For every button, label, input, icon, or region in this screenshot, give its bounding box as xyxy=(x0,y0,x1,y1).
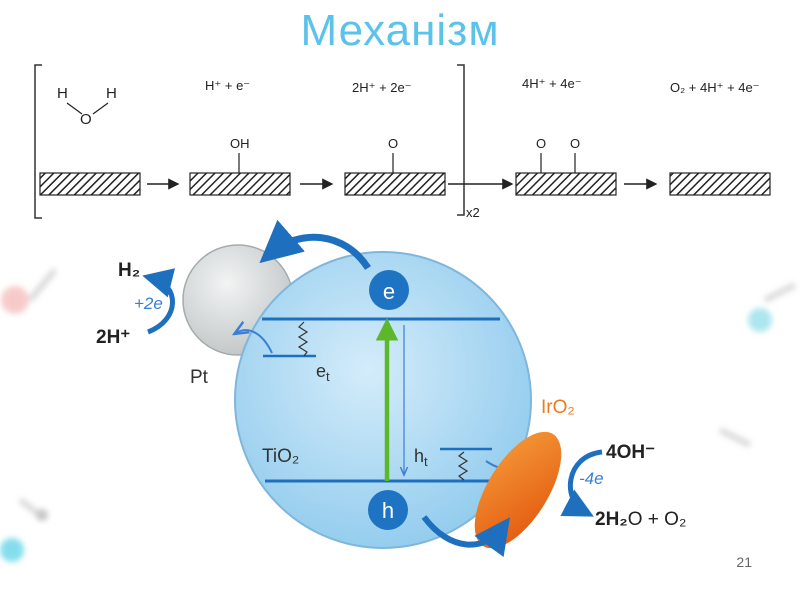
step-o: 2H⁺ + 2e⁻ O xyxy=(344,80,446,196)
step4-adsorbate-b: O xyxy=(570,136,580,151)
mechanism-panel: H H O H⁺ + e⁻ OH 2H⁺ + 2e⁻ O x2 xyxy=(30,60,785,225)
water-oxygen: O xyxy=(80,111,92,128)
water-h-right: H xyxy=(106,85,117,102)
step5-species: O₂ + 4H⁺ + 4e⁻ xyxy=(670,80,760,95)
hole-trap-label: ht xyxy=(414,446,428,469)
step3-adsorbate: O xyxy=(388,136,398,151)
right-bracket xyxy=(457,64,465,216)
surface-5 xyxy=(669,172,771,196)
electron-trap-label: et xyxy=(316,361,330,384)
electron-bubble xyxy=(369,270,409,310)
reduction-arrow xyxy=(142,268,176,335)
step3-species: 2H⁺ + 2e⁻ xyxy=(352,80,412,95)
reduction-electrons-label: +2e xyxy=(134,294,163,313)
tio2-particle xyxy=(234,251,532,549)
step-oxygen-release: O₂ + 4H⁺ + 4e⁻ xyxy=(669,80,771,196)
step4-adsorbate-a: O xyxy=(536,136,546,151)
electron-to-pt-arrow xyxy=(259,220,371,270)
hole-label: h xyxy=(382,498,394,523)
hole-bubble xyxy=(368,490,408,530)
hole-relaxation-squiggle xyxy=(457,451,469,481)
trap-to-pt-arrow xyxy=(236,330,273,354)
photocatalysis-diagram: e h et ht TiO₂ Pt IrO₂ H₂ +2e 2H⁺ 4OH⁻ -… xyxy=(96,220,686,557)
page-number: 21 xyxy=(736,554,752,570)
electron-label: e xyxy=(383,279,395,304)
electron-relaxation-squiggle xyxy=(297,321,309,357)
hydroxide-reactant-label: 4OH⁻ xyxy=(606,442,655,463)
iro2-label: IrO₂ xyxy=(541,397,575,418)
oxidation-products-label: 2H₂O + O₂ xyxy=(595,509,686,530)
mechanism-diagram: H H O H⁺ + e⁻ OH 2H⁺ + 2e⁻ O x2 xyxy=(34,64,771,220)
pt-label: Pt xyxy=(190,367,209,388)
h2-product-label: H₂ xyxy=(118,260,140,281)
step4-species: 4H⁺ + 4e⁻ xyxy=(522,76,582,91)
surface-2 xyxy=(189,172,291,196)
surface-4 xyxy=(515,172,617,196)
step-water: H H O xyxy=(39,85,141,196)
step2-species: H⁺ + e⁻ xyxy=(205,78,250,93)
step2-adsorbate: OH xyxy=(230,136,250,151)
water-h-left: H xyxy=(57,85,68,102)
step-two-o: 4H⁺ + 4e⁻ O O xyxy=(515,76,617,196)
h-plus-reactant-label: 2H⁺ xyxy=(96,327,130,348)
left-bracket xyxy=(34,64,42,219)
hole-to-iro2-arrow xyxy=(421,515,511,557)
slide-title: Механізм xyxy=(300,6,500,55)
repeat-label: x2 xyxy=(466,205,480,220)
oxidation-electrons-label: -4e xyxy=(579,469,604,488)
step-oh: H⁺ + e⁻ OH xyxy=(189,78,291,196)
tio2-label: TiO₂ xyxy=(262,446,299,467)
oxidation-arrow xyxy=(560,449,603,517)
surface-1 xyxy=(39,172,141,196)
surface-3 xyxy=(344,172,446,196)
